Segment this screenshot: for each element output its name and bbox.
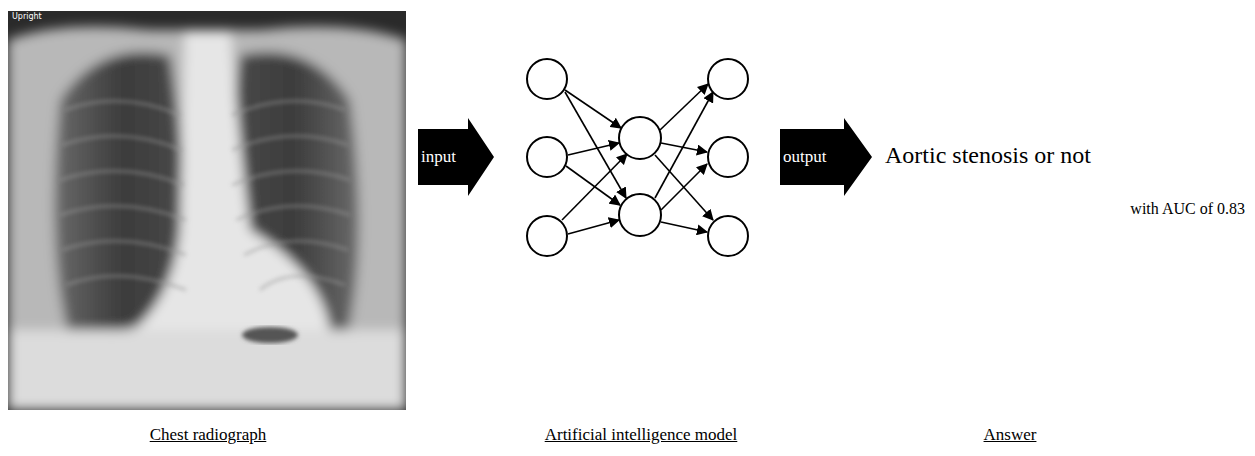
neural-network [527, 59, 748, 256]
chest-radiograph [8, 11, 406, 410]
arrow-label: output [783, 147, 826, 167]
image-tag: Upright [12, 12, 42, 21]
input-arrow: input [418, 118, 494, 196]
panel-caption: Chest radiograph [150, 425, 267, 445]
arrow-label: input [421, 147, 456, 167]
metric-note: with AUC of 0.83 [1130, 200, 1245, 218]
panel-caption: Answer [984, 425, 1037, 445]
output-arrow: output [780, 118, 872, 196]
panel-caption: Artificial intelligence model [545, 425, 738, 445]
output-text: Aortic stenosis or not [885, 142, 1091, 169]
